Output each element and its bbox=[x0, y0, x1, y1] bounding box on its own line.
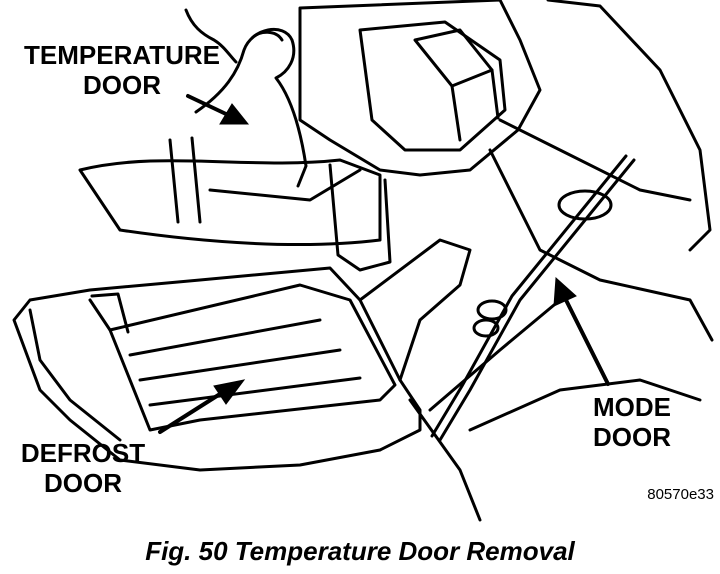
temperature-door-label-line1: TEMPERATURE bbox=[24, 40, 220, 70]
upper-housing bbox=[298, 0, 542, 177]
defrost-door-label: DEFROST DOOR bbox=[4, 438, 162, 498]
finger-outline bbox=[194, 28, 308, 188]
upper-housing-block bbox=[413, 28, 494, 88]
center-channel bbox=[358, 238, 472, 382]
lower-right-panel bbox=[468, 378, 702, 432]
defrost-door-slats bbox=[128, 318, 362, 407]
figure-caption: Fig. 50 Temperature Door Removal bbox=[145, 536, 575, 566]
temperature-door-ribs bbox=[168, 136, 362, 224]
mode-door-shaft-edge bbox=[430, 154, 628, 438]
defrost-door-hinge bbox=[88, 292, 130, 334]
finger-nail bbox=[250, 30, 284, 42]
defrost-door-label-line2: DOOR bbox=[44, 468, 122, 498]
defrost-door-arrow bbox=[158, 379, 246, 434]
temperature-door-flap bbox=[78, 158, 382, 247]
center-channel-floor bbox=[408, 298, 562, 522]
upper-housing-inner bbox=[358, 20, 507, 152]
mode-door-arrow bbox=[553, 276, 610, 386]
temperature-door-label: TEMPERATURE DOOR bbox=[6, 40, 238, 100]
mode-door-shaft bbox=[438, 158, 636, 442]
shaft-collar-lower bbox=[472, 318, 500, 338]
lower-housing bbox=[12, 266, 422, 472]
right-housing-wall bbox=[546, 0, 712, 252]
temperature-door-post bbox=[328, 163, 392, 272]
temperature-door-label-line2: DOOR bbox=[83, 70, 161, 100]
defrost-door-frame bbox=[108, 283, 397, 432]
housing-flange bbox=[28, 308, 122, 442]
temperature-door-arrow bbox=[186, 94, 250, 125]
finger-string bbox=[184, 8, 238, 64]
mode-door-label-line2: DOOR bbox=[593, 422, 671, 452]
mode-door-label: MODE DOOR bbox=[572, 392, 692, 452]
defrost-door-label-line1: DEFROST bbox=[20, 438, 146, 468]
right-housing-ledge bbox=[488, 148, 714, 342]
shaft-collar bbox=[476, 299, 508, 321]
right-housing-panel bbox=[498, 118, 692, 202]
figure-code: 80570e33 bbox=[647, 486, 714, 503]
upper-housing-block-face bbox=[450, 68, 500, 142]
mode-door-label-line1: MODE bbox=[593, 392, 671, 422]
